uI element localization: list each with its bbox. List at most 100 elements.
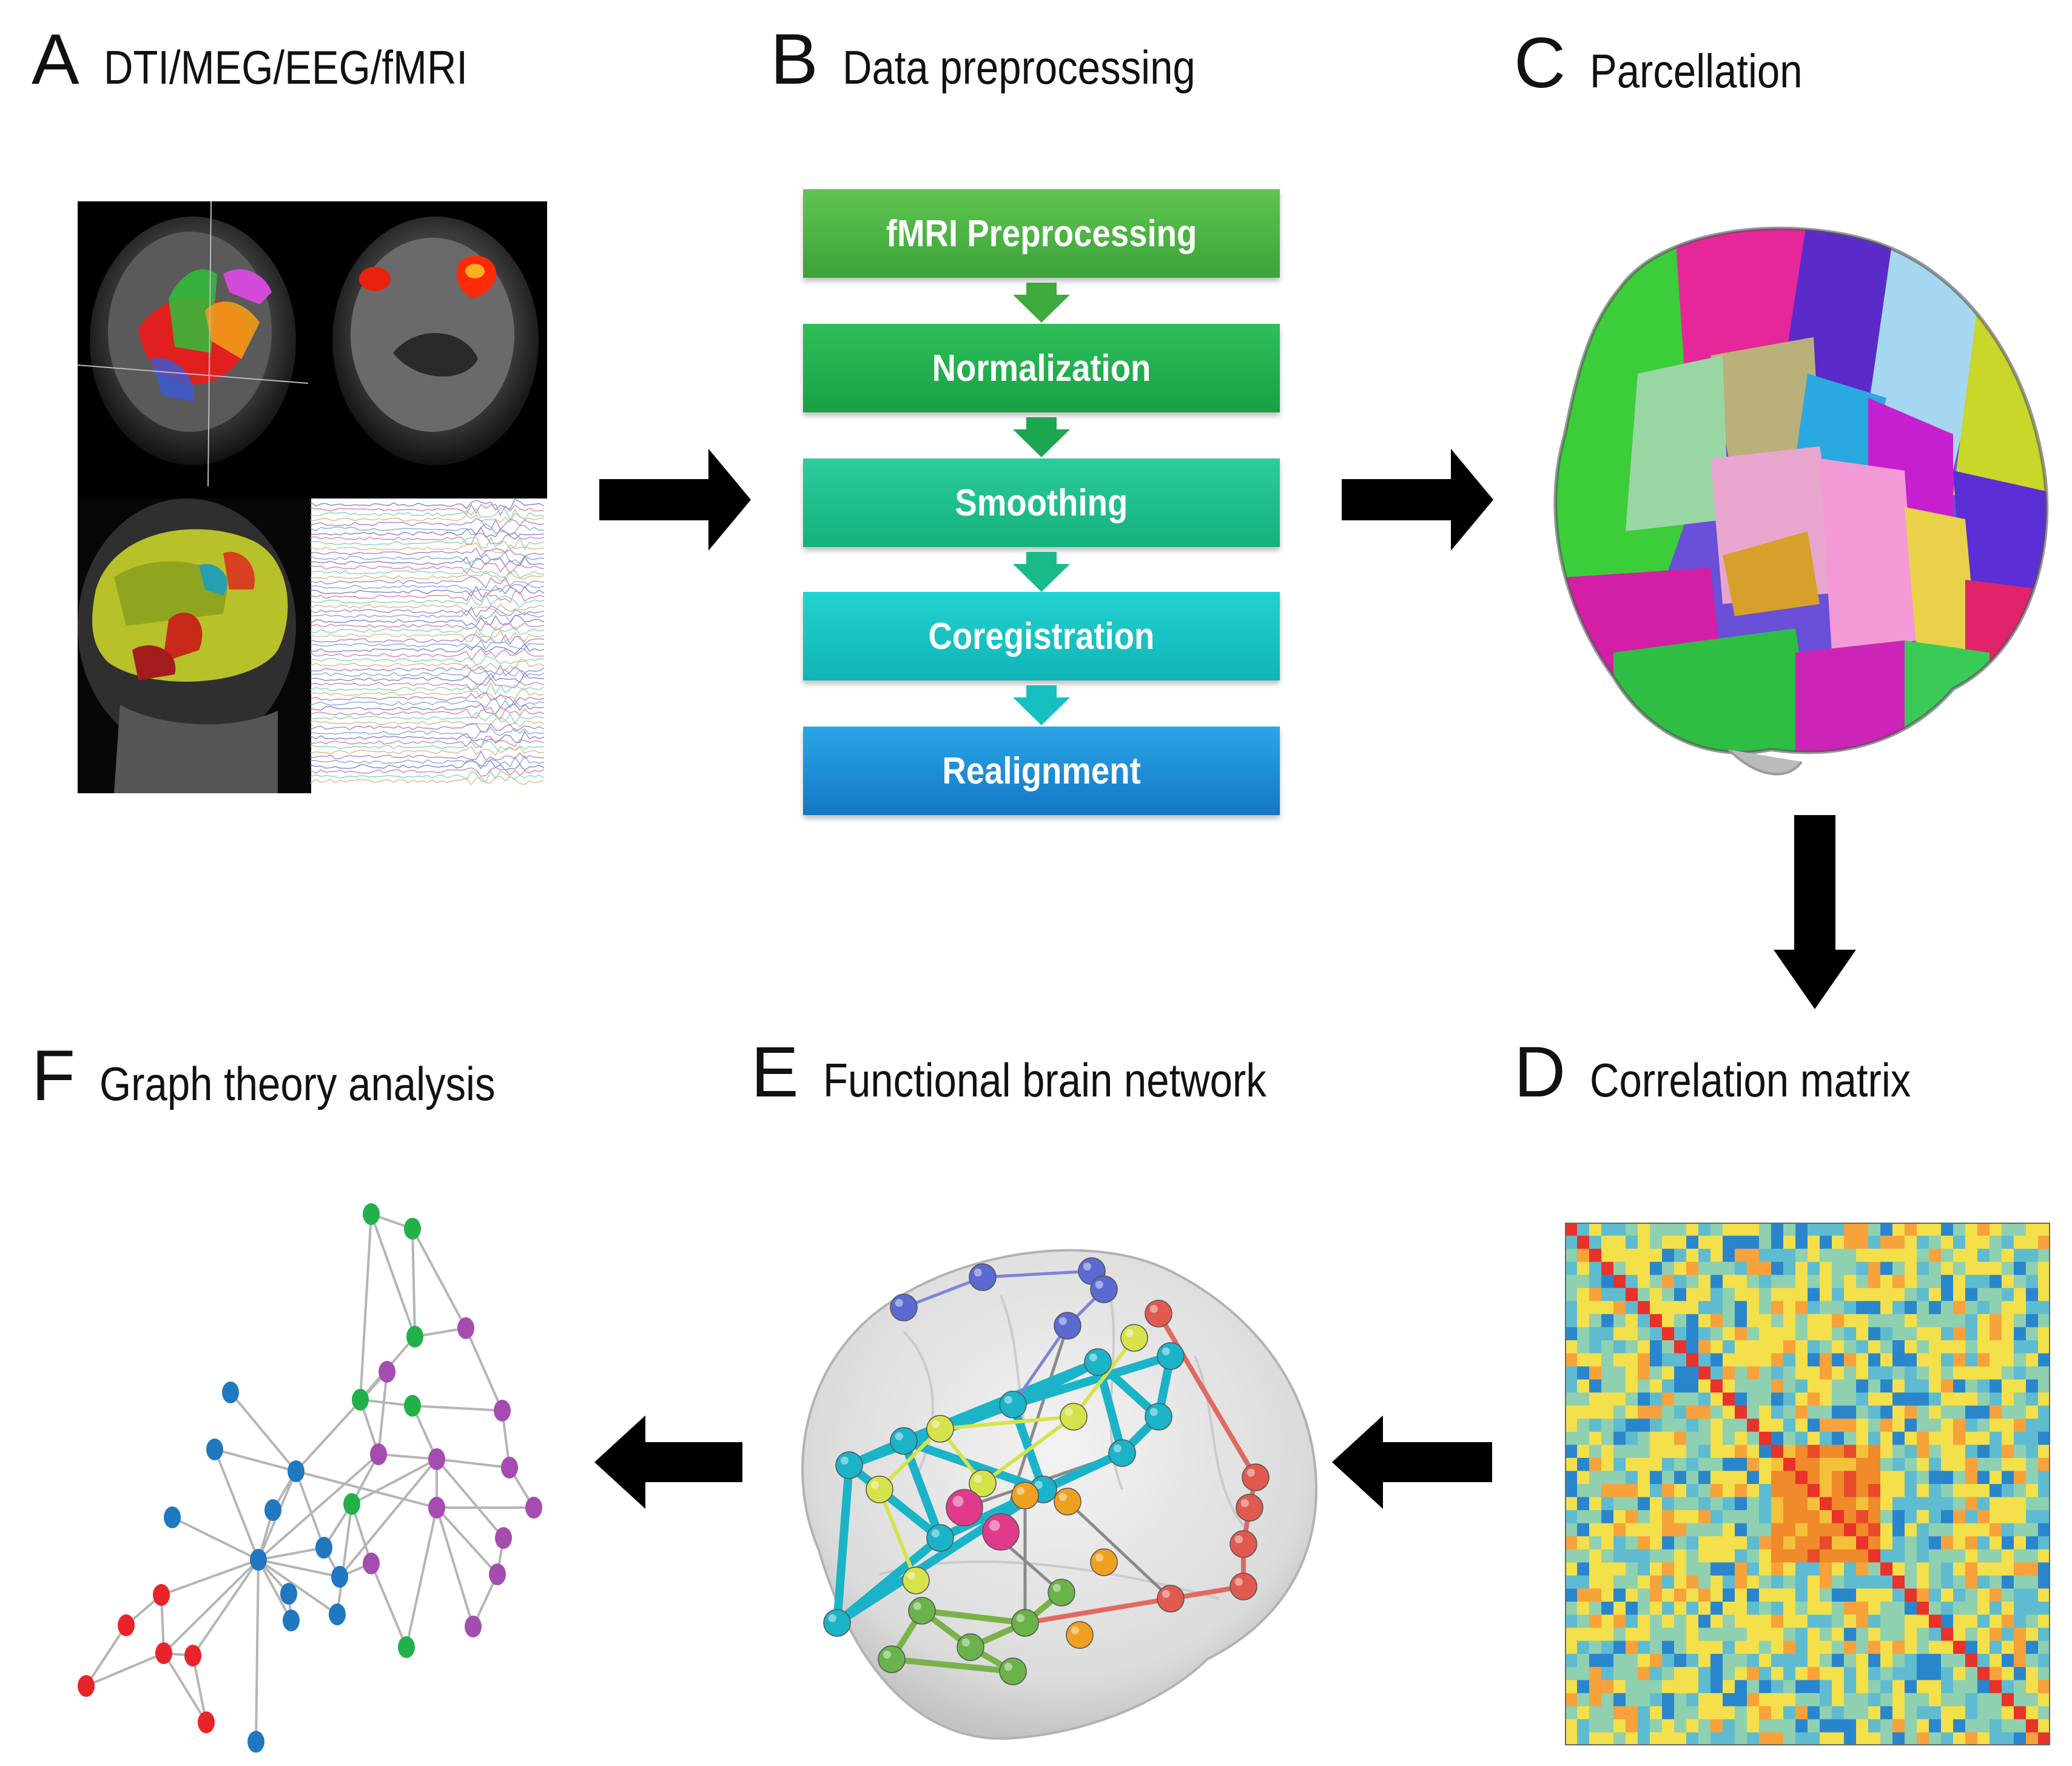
matrix-cell — [1662, 1457, 1675, 1472]
matrix-cell — [1662, 1680, 1675, 1694]
matrix-cell — [1565, 1445, 1578, 1459]
matrix-cell — [1880, 1392, 1893, 1406]
matrix-cell — [1650, 1628, 1663, 1642]
matrix-cell — [1735, 1562, 1747, 1576]
matrix-cell — [1723, 1445, 1735, 1459]
matrix-cell — [1929, 1223, 1942, 1237]
matrix-cell — [1917, 1484, 1929, 1498]
graph-node — [457, 1317, 474, 1339]
matrix-cell — [1977, 1640, 1990, 1654]
matrix-cell — [1977, 1523, 1990, 1537]
matrix-cell — [1577, 1693, 1590, 1707]
matrix-cell — [1965, 1523, 1978, 1537]
matrix-cell — [1638, 1314, 1650, 1328]
matrix-cell — [1795, 1680, 1808, 1694]
matrix-cell — [1941, 1602, 1954, 1616]
matrix-cell — [1905, 1457, 1917, 1472]
matrix-cell — [1698, 1588, 1711, 1602]
matrix-cell — [1565, 1471, 1578, 1485]
matrix-cell — [1698, 1431, 1711, 1445]
matrix-cell — [1710, 1235, 1723, 1249]
matrix-cell — [2002, 1353, 2014, 1367]
matrix-cell — [1990, 1654, 2002, 1668]
matrix-cell — [1638, 1301, 1650, 1315]
matrix-cell — [1990, 1562, 2002, 1576]
matrix-cell — [1613, 1379, 1626, 1393]
network-node — [969, 1469, 997, 1497]
matrix-cell — [1953, 1366, 1966, 1380]
eeg-trace — [311, 512, 545, 523]
eeg-trace — [311, 609, 545, 623]
network-node — [1066, 1621, 1094, 1649]
matrix-cell — [1783, 1445, 1796, 1459]
matrix-cell — [1662, 1497, 1675, 1511]
matrix-cell — [1965, 1614, 1978, 1628]
matrix-cell — [1589, 1419, 1602, 1432]
matrix-cell — [1601, 1457, 1614, 1472]
matrix-cell — [2002, 1249, 2014, 1263]
matrix-cell — [1577, 1549, 1590, 1563]
matrix-cell — [1941, 1588, 1954, 1602]
matrix-cell — [1589, 1275, 1602, 1289]
matrix-cell — [1905, 1366, 1917, 1380]
matrix-cell — [1832, 1249, 1845, 1263]
matrix-cell — [1832, 1353, 1845, 1367]
network-node-highlight — [1095, 1553, 1103, 1562]
matrix-cell — [1698, 1640, 1711, 1654]
dti-tractography-image — [78, 201, 309, 487]
matrix-cell — [2038, 1628, 2050, 1642]
matrix-cell — [1650, 1536, 1663, 1550]
matrix-cell — [2002, 1667, 2014, 1680]
matrix-cell — [1771, 1419, 1784, 1432]
matrix-cell — [1977, 1340, 1990, 1354]
matrix-cell — [1638, 1628, 1650, 1642]
matrix-cell — [1686, 1732, 1699, 1745]
matrix-cell — [1710, 1732, 1723, 1745]
matrix-cell — [1638, 1654, 1650, 1668]
matrix-cell — [1856, 1249, 1869, 1263]
matrix-cell — [1917, 1614, 1929, 1628]
matrix-cell — [1965, 1392, 1978, 1406]
matrix-cell — [1601, 1392, 1614, 1406]
matrix-cell — [1674, 1732, 1687, 1745]
matrix-cell — [1650, 1431, 1663, 1445]
matrix-cell — [1650, 1379, 1663, 1393]
matrix-cell — [1638, 1405, 1650, 1419]
graph-edge — [258, 1546, 325, 1561]
network-node — [999, 1391, 1027, 1419]
graph-edge — [370, 1563, 408, 1648]
matrix-cell — [1783, 1392, 1796, 1406]
matrix-cell — [1917, 1340, 1929, 1354]
matrix-cell — [1965, 1340, 1978, 1354]
eeg-trace — [311, 508, 545, 521]
matrix-cell — [1795, 1549, 1808, 1563]
matrix-cell — [1783, 1628, 1796, 1642]
matrix-cell — [1856, 1614, 1869, 1628]
matrix-cell — [1929, 1510, 1942, 1524]
matrix-cell — [1686, 1497, 1699, 1511]
matrix-cell — [1880, 1471, 1893, 1485]
matrix-cell — [1771, 1510, 1784, 1524]
matrix-cell — [2038, 1510, 2050, 1524]
matrix-cell — [1953, 1223, 1966, 1237]
network-node-highlight — [870, 1480, 879, 1489]
matrix-cell — [1589, 1510, 1602, 1524]
graph-node — [525, 1497, 542, 1519]
matrix-cell — [1868, 1301, 1881, 1315]
matrix-cell — [1844, 1693, 1857, 1707]
matrix-cell — [1747, 1327, 1760, 1341]
matrix-cell — [1941, 1484, 1954, 1498]
network-edge — [1009, 1400, 1048, 1494]
matrix-cell — [1650, 1614, 1663, 1628]
matrix-cell — [1808, 1366, 1820, 1380]
matrix-cell — [1892, 1301, 1905, 1315]
matrix-cell — [1844, 1667, 1857, 1680]
matrix-cell — [1941, 1327, 1954, 1341]
matrix-cell — [1662, 1510, 1675, 1524]
matrix-cell — [1638, 1536, 1650, 1550]
matrix-cell — [1844, 1314, 1857, 1328]
matrix-cell — [1735, 1654, 1747, 1668]
matrix-cell — [1795, 1392, 1808, 1406]
matrix-cell — [1844, 1588, 1857, 1602]
matrix-cell — [1698, 1366, 1711, 1380]
